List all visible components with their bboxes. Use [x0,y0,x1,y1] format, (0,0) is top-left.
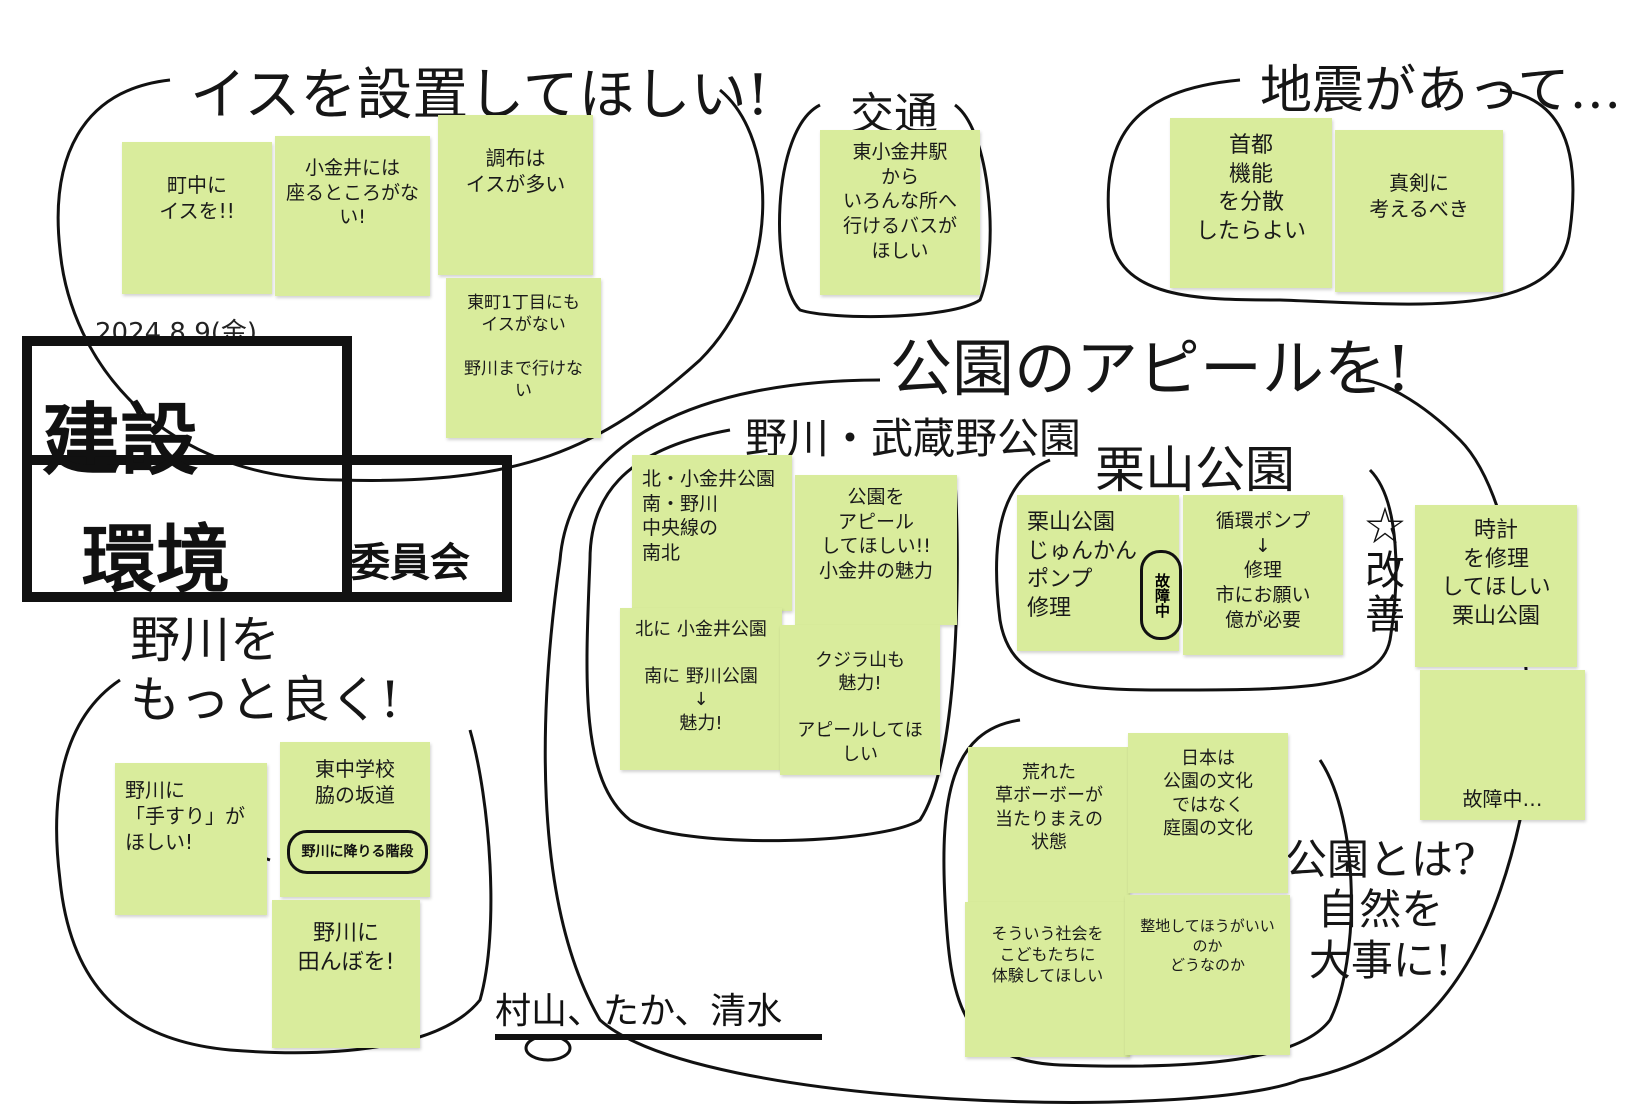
note-earthquake-2: 真剣に 考えるべき [1335,130,1503,292]
note-what-4: 整地してほうがいいのか どうなのか [1125,895,1290,1055]
heading-nogawa-musashino: 野川・武蔵野公園 [745,414,1082,463]
heading-earthquake: 地震があって… [1260,61,1622,121]
note-nm-4: クジラ山も 魅力! アピールしてほしい [780,625,940,775]
note-nogawa-3: 野川に 田んぼを! [272,900,420,1048]
note-improve-2: 故障中… [1462,787,1543,811]
note-improve-1: 時計 を修理 してほしい 栗山公園 [1415,505,1577,667]
note-what-1: 荒れた 草ボーボーが 当たりまえの 状態 [968,747,1130,902]
title-frame-extension [22,455,512,602]
heading-what-is-park: 公園とは? 自然を 大事に! [1285,835,1476,985]
circle-malfunction: 故障中 [1140,550,1182,640]
circle-stairs: 野川に降りる階段 [287,830,428,874]
bubble-kuriyama [995,458,1398,692]
note-chairs-4: 東町1丁目にも イスがない 野川まで行けない [446,278,601,438]
bubble-nogawa-musashino [585,428,959,843]
heading-parks: 公園のアピールを! [890,332,1411,405]
bubble-traffic [778,103,992,319]
label-improve: ☆改善 [1365,504,1405,638]
bubble-earthquake [1106,78,1575,306]
note-chairs-3: 調布は イスが多い [438,115,593,275]
note-nogawa-1: 野川に 「手すり」が ほしい! [115,763,267,915]
note-nm-3: 北に 小金井公園 南に 野川公園 ↓ 魅力! [620,608,782,770]
title-line1: 建設 [42,395,199,486]
bubble-chairs [56,78,765,482]
note-kuriyama-2: 循環ポンプ ↓ 修理 市にお願い 億が必要 [1183,495,1343,655]
title-line2: 環境 [82,517,230,603]
title-suffix: 委員会 [350,539,470,586]
members-signature: 村山、たか、清水 [495,982,823,1040]
note-earthquake-1: 首都 機能 を分散 したらよい [1170,118,1332,288]
note-chairs-2: 小金井には 座るところがない! [275,136,430,296]
note-what-2: 日本は 公園の文化 ではなく 庭園の文化 [1128,733,1288,893]
bubble-nogawa [55,678,493,1055]
note-what-3: そういう社会を こどもたちに 体験してほしい [965,902,1130,1057]
heading-nogawa: 野川を もっと良く! [130,611,401,729]
note-chairs-1: 町中に イスを!! [122,142,272,294]
note-clock [1420,670,1585,820]
note-nm-2: 公園を アピール してほしい!! 小金井の魅力 [795,475,957,625]
bubble-what-is-park [942,718,1353,1068]
note-traffic-1: 東小金井駅 から いろんな所へ 行けるバスが ほしい [820,130,980,295]
note-nm-1: 北・小金井公園 南・野川 中央線の 南北 [632,455,792,611]
heading-kuriyama: 栗山公園 [1095,441,1295,499]
